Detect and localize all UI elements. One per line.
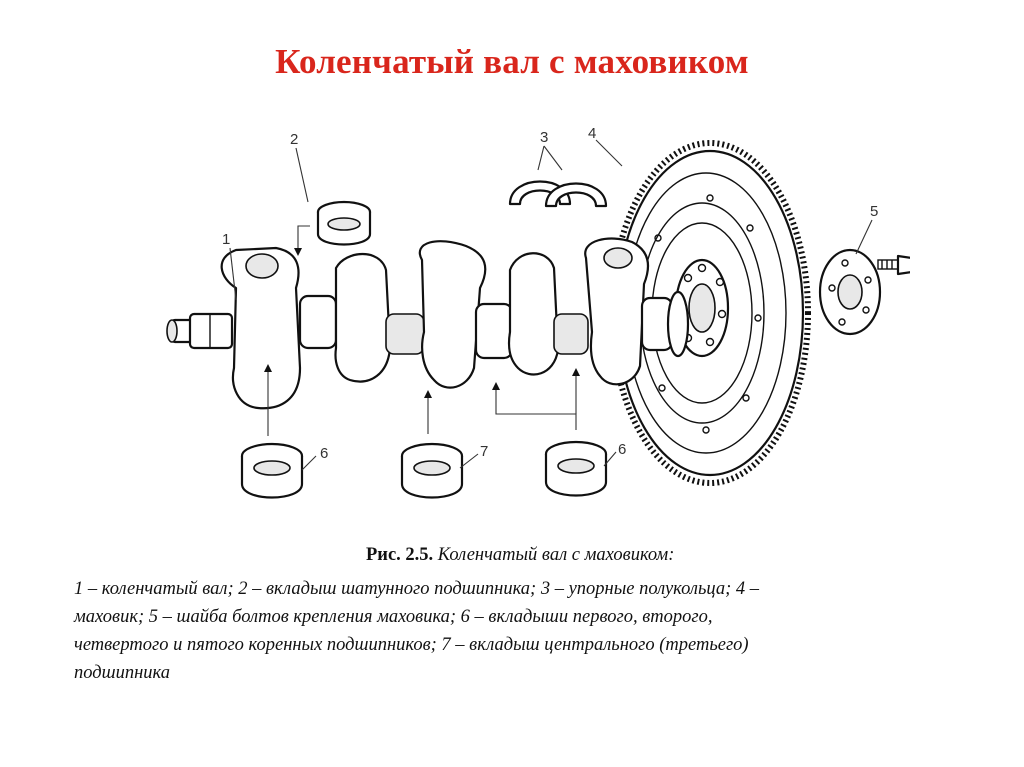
flywheel-washer (818, 248, 882, 336)
callout-6-right: 6 (618, 441, 626, 458)
crankshaft (166, 237, 690, 410)
main-bearing-shell-6-right (544, 440, 608, 497)
callout-3: 3 (540, 129, 548, 146)
legend-line: маховик; 5 – шайба болтов крепления махо… (74, 607, 713, 627)
legend-line: 1 – коленчатый вал; 2 – вкладыш шатунног… (74, 579, 760, 599)
callout-5: 5 (870, 203, 878, 220)
flywheel (609, 140, 811, 486)
legend-line: четвертого и пятого коренных подшипников… (74, 635, 749, 655)
thrust-half-rings (508, 180, 608, 208)
callout-4: 4 (588, 125, 596, 142)
assembly-arrows (264, 225, 580, 436)
slide-title: Коленчатый вал с маховиком (275, 42, 749, 81)
main-bearing-shell-7-center (400, 442, 464, 499)
callout-6-left: 6 (320, 445, 328, 462)
figure-number: Рис. 2.5. (366, 545, 434, 565)
crankshaft-drawing: 1 2 3 4 5 6 7 6 (166, 125, 910, 499)
flywheel-bolt (877, 254, 910, 276)
crankshaft-figure: 1 2 3 4 5 6 7 6 (150, 118, 910, 530)
legend-line: подшипника (74, 663, 170, 683)
figure-caption-title: Коленчатый вал с маховиком: (437, 545, 675, 565)
callout-2: 2 (290, 131, 298, 148)
callout-labels: 1 2 3 4 5 6 7 6 (222, 125, 878, 462)
callout-1: 1 (222, 231, 230, 248)
main-bearing-shell-6-left (240, 442, 304, 499)
callout-leaders (229, 139, 873, 471)
flywheel-rim-holes (654, 194, 762, 434)
callout-7: 7 (480, 443, 488, 460)
figure-legend: 1 – коленчатый вал; 2 – вкладыш шатунног… (74, 575, 974, 687)
figure-caption-heading: Рис. 2.5. Коленчатый вал с маховиком: (366, 545, 674, 566)
conrod-bearing-shell (316, 200, 372, 246)
